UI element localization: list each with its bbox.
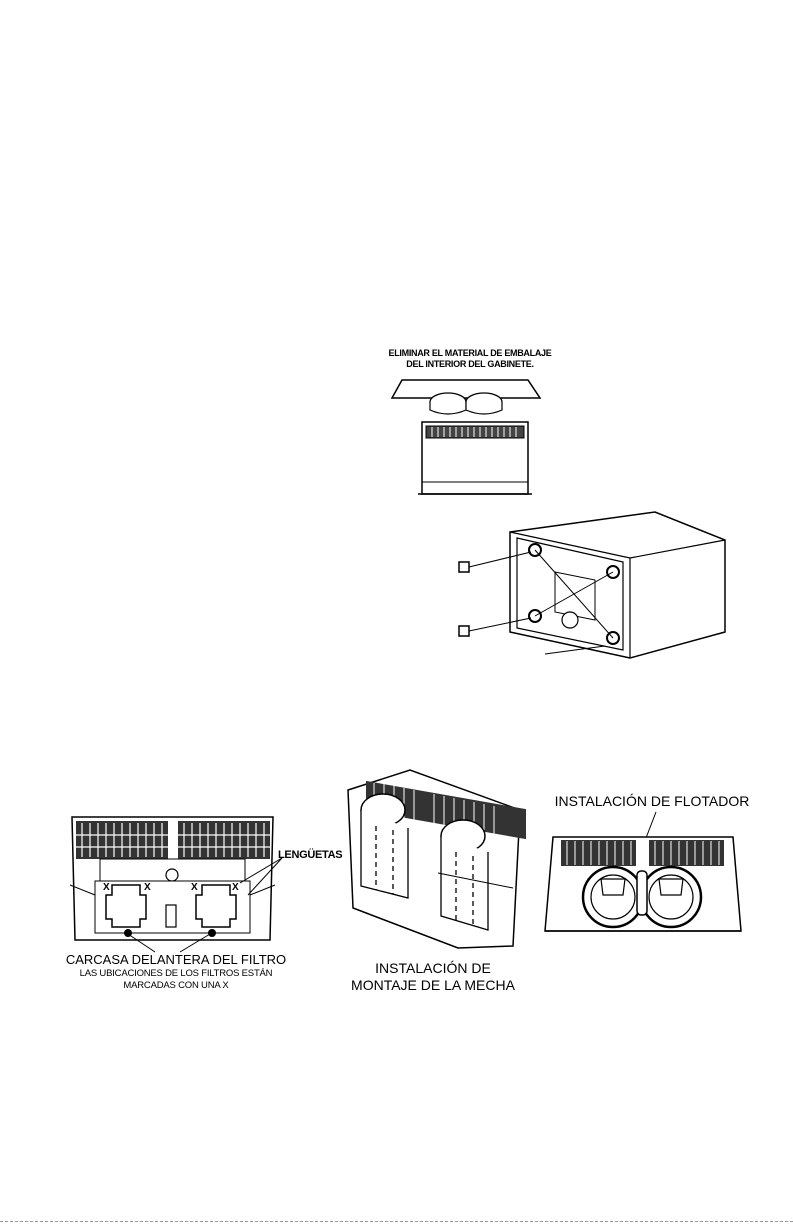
wick-install-line2: MONTAJE DE LA MECHA: [328, 977, 538, 994]
filter-housing-title: CARCASA DELANTERA DEL FILTRO: [46, 952, 306, 967]
filter-locations-line1: LAS UBICACIONES DE LOS FILTROS ESTÁN: [66, 968, 286, 980]
filter-locations-line2: MARCADAS CON UNA X: [66, 980, 286, 992]
tabs-leader-lines: [230, 855, 290, 900]
remove-packing-line1: ELIMINAR EL MATERIAL DE EMBALAJE: [370, 348, 570, 359]
base-casters-illustration: [455, 510, 735, 660]
wick-assembly-illustration: [338, 768, 528, 953]
float-install-caption: INSTALACIÓN DE FLOTADOR: [552, 794, 752, 809]
wick-install-caption: INSTALACIÓN DE MONTAJE DE LA MECHA: [328, 960, 538, 994]
caster-icon: [459, 562, 469, 572]
wick-install-line1: INSTALACIÓN DE: [328, 960, 538, 977]
filter-mark-x-3: X: [191, 882, 197, 893]
filter-mark-x-2: X: [144, 882, 150, 893]
caster-icon: [459, 626, 469, 636]
filter-mark-x-1: X: [103, 882, 109, 893]
remove-packing-caption: ELIMINAR EL MATERIAL DE EMBALAJE DEL INT…: [370, 348, 570, 370]
filter-locations-caption: LAS UBICACIONES DE LOS FILTROS ESTÁN MAR…: [66, 968, 286, 992]
float-install-illustration: [543, 835, 743, 940]
float-icon: [637, 871, 647, 915]
page-bottom-rule: [0, 1221, 793, 1222]
packing-material-illustration: [380, 372, 560, 512]
remove-packing-line2: DEL INTERIOR DEL GABINETE.: [370, 359, 570, 370]
